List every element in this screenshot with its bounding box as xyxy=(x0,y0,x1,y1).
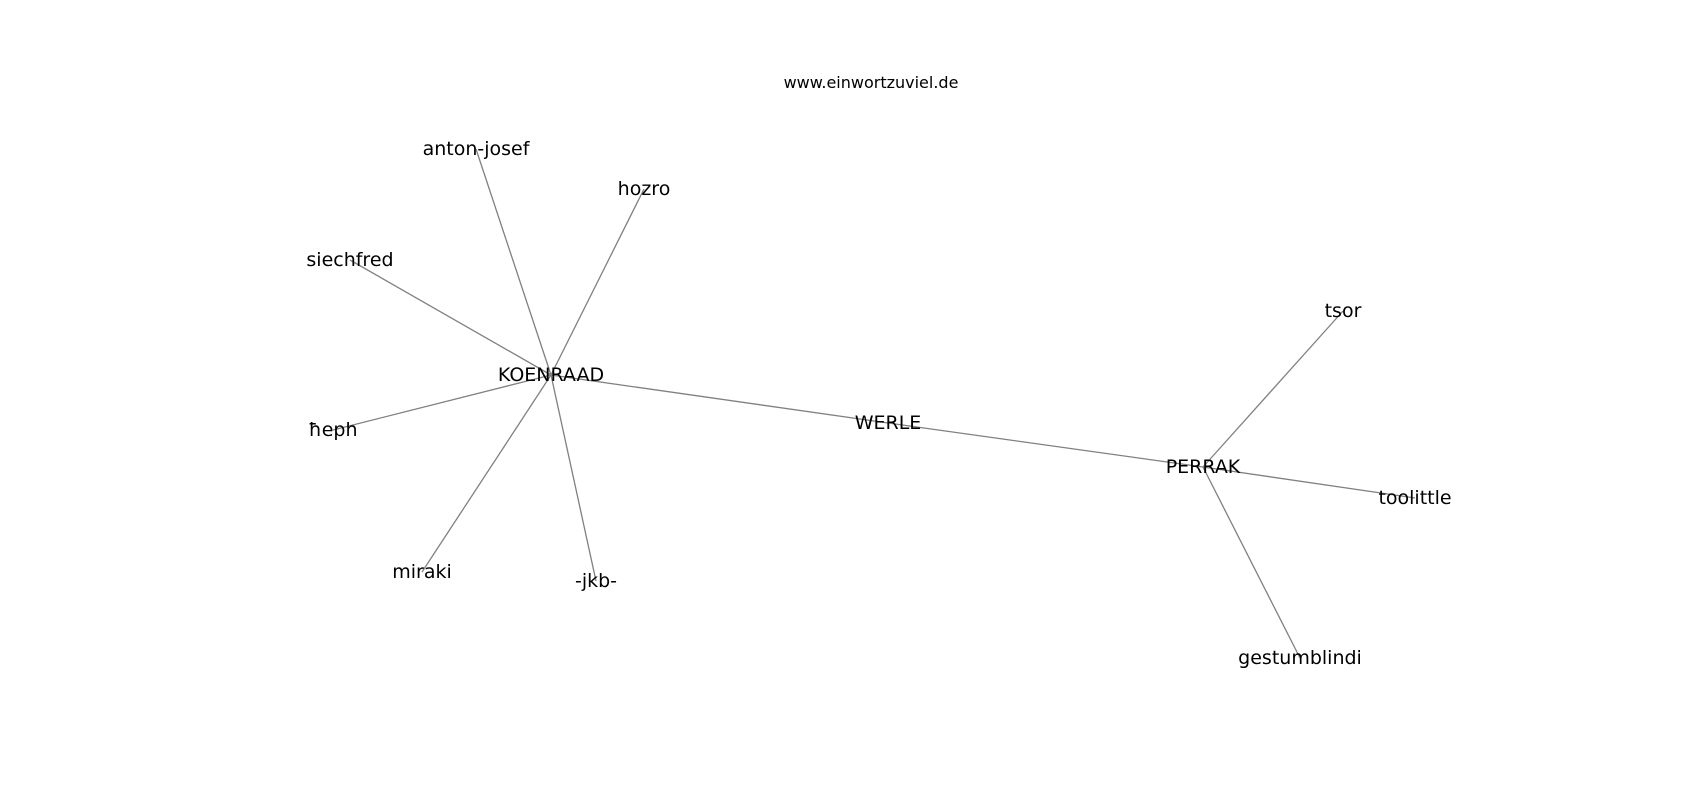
edge-koenraad-jkb xyxy=(550,374,597,582)
edge-werle-perrak xyxy=(887,422,1204,468)
edge-perrak-toolittle xyxy=(1202,466,1416,499)
node-label-koenraad: KOENRAAD xyxy=(498,364,604,386)
node-label-tsor: tsor xyxy=(1325,300,1362,322)
edge-koenraad-hozro xyxy=(550,188,645,376)
node-label-siechfred: siechfred xyxy=(306,249,393,271)
node-label-hozro: hozro xyxy=(618,178,671,200)
edge-koenraad-miraki xyxy=(421,374,552,573)
node-label-gestumblindi: gestumblindi xyxy=(1238,647,1362,669)
edge-koenraad-anton-josef xyxy=(475,148,552,376)
edge-perrak-gestumblindi xyxy=(1202,466,1301,659)
node-label-perrak: PERRAK xyxy=(1166,456,1241,478)
node-label-group: KOENRAAD WERLE PERRAK anton-josef hozro siech… xyxy=(306,138,1451,669)
edge-koenraad-heph xyxy=(332,374,552,431)
edge-koenraad-werle xyxy=(550,374,889,424)
graph-title: www.einwortzuviel.de xyxy=(784,73,959,92)
edge-koenraad-siechfred xyxy=(349,259,552,376)
edge-perrak-tsor xyxy=(1202,310,1344,468)
edge-group xyxy=(332,148,1416,659)
node-label-heph: ħeph xyxy=(309,419,358,441)
node-label-toolittle: toolittle xyxy=(1378,487,1451,509)
node-label-werle: WERLE xyxy=(855,412,922,434)
node-label-jkb: -jkb- xyxy=(575,570,617,592)
node-label-anton-josef: anton-josef xyxy=(423,138,531,160)
node-label-miraki: miraki xyxy=(392,561,452,583)
